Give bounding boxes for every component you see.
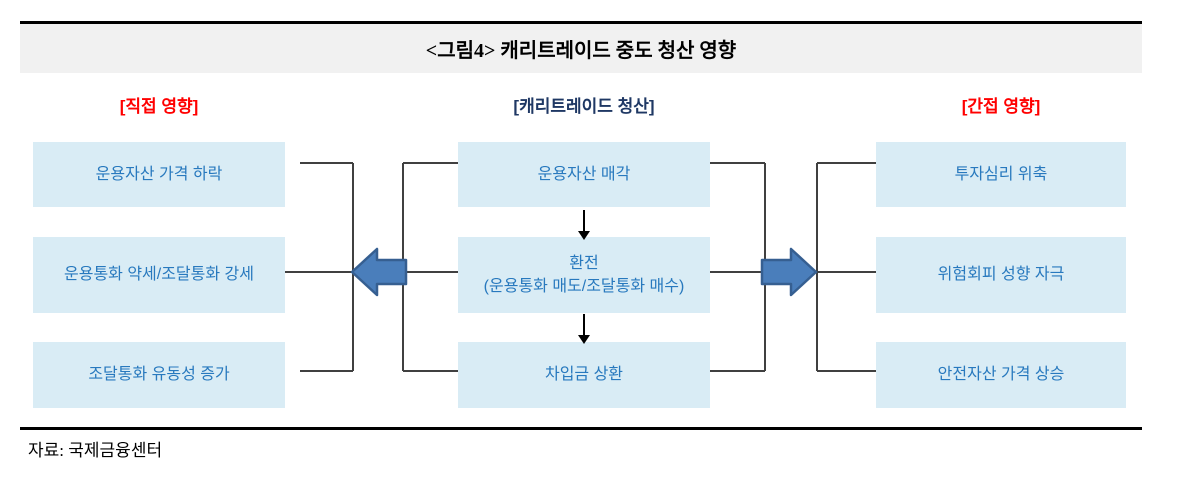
box-fx-conversion-sublabel: (운용통화 매도/조달통화 매수): [483, 278, 685, 295]
box-fx-conversion-label: 환전: [569, 254, 599, 272]
header-direct-effects: [직접 영향]: [119, 96, 199, 116]
box-funding-liquidity-up: 조달통화 유동성 증가: [33, 342, 285, 408]
box-sell-assets: 운용자산 매각: [458, 142, 710, 207]
center-left-bracket-line: [402, 162, 458, 372]
source-note: 자료: 국제금융센터: [28, 441, 163, 460]
figure-title-band: <그림4> 캐리트레이드 중도 청산 영향: [20, 24, 1142, 73]
box-risk-aversion: 위험회피 성향 자극: [876, 237, 1126, 313]
box-repay-borrowings: 차입금 상환: [458, 342, 710, 408]
right-bracket-line: [816, 162, 876, 372]
figure-title: <그림4> 캐리트레이드 중도 청산 영향: [425, 40, 737, 62]
box-fx-conversion: 환전 (운용통화 매도/조달통화 매수): [458, 237, 710, 313]
box-currency-weak-strong: 운용통화 약세/조달통화 강세: [33, 237, 285, 313]
right-block-arrow-icon: [760, 247, 818, 297]
box-safe-asset-price-up: 안전자산 가격 상승: [876, 342, 1126, 408]
center-right-bracket-line: [710, 162, 766, 372]
box-asset-price-drop: 운용자산 가격 하락: [33, 142, 285, 207]
left-block-arrow-icon: [350, 247, 408, 297]
down-arrow-icon: [578, 314, 590, 344]
header-indirect-effects: [간접 영향]: [961, 96, 1041, 116]
bottom-rule: [20, 427, 1142, 430]
down-arrow-icon: [578, 210, 590, 240]
top-rule: [20, 21, 1142, 24]
header-carry-trade-liquidation: [캐리트레이드 청산]: [513, 96, 655, 116]
left-bracket-line: [285, 162, 354, 372]
box-investor-sentiment: 투자심리 위축: [876, 142, 1126, 207]
